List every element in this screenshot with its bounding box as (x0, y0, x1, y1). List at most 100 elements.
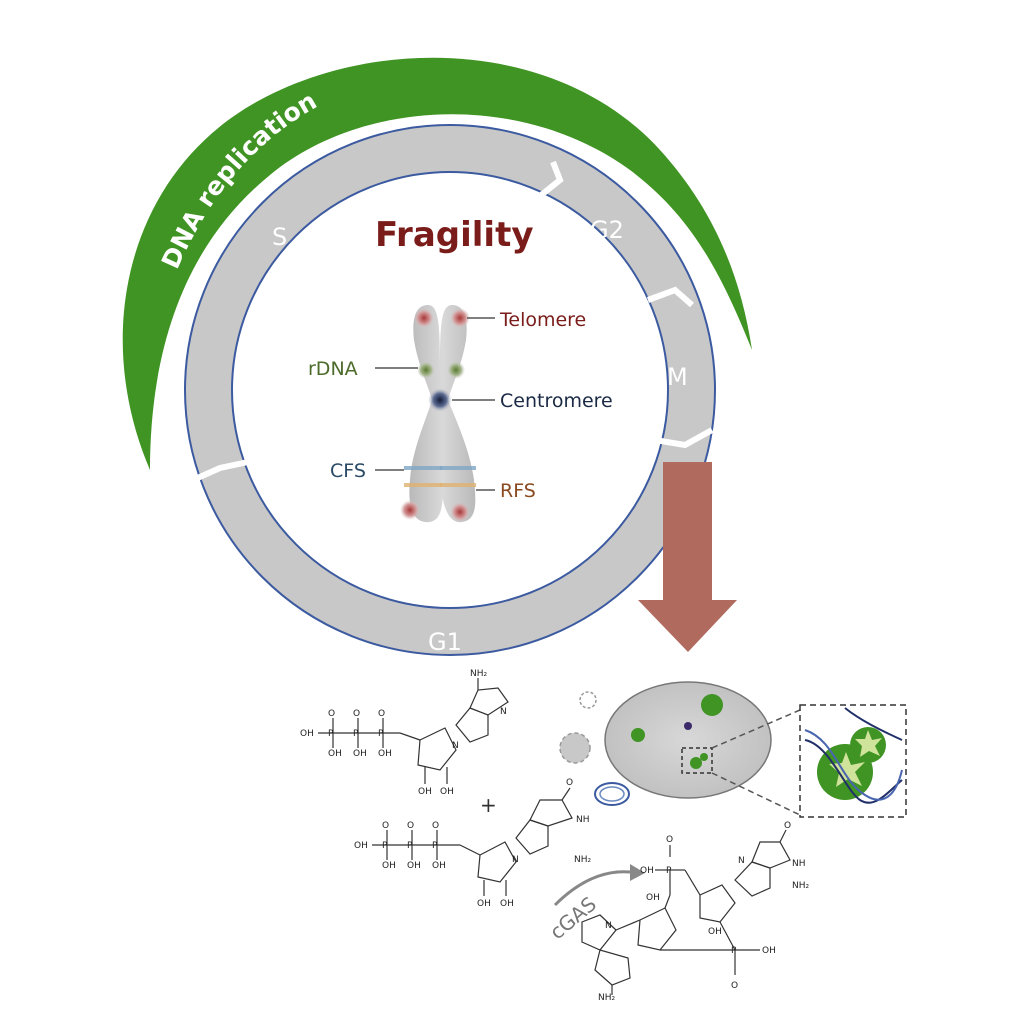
divider-g1-s (191, 459, 249, 483)
svg-text:OH: OH (354, 841, 368, 851)
svg-text:O: O (432, 821, 439, 831)
down-arrow (638, 462, 737, 652)
svg-text:OH: OH (432, 861, 446, 871)
dna-loop-inner (599, 786, 625, 802)
svg-text:P: P (382, 841, 388, 851)
inset-dna-strand-1 (804, 739, 903, 804)
cfs-label: CFS (330, 460, 366, 482)
svg-text:OH: OH (407, 861, 421, 871)
chromosome (400, 305, 476, 523)
rfs-label: RFS (500, 480, 536, 502)
svg-text:OH: OH (500, 899, 514, 909)
telomere-label: Telomere (499, 309, 586, 331)
zoom-line-top (711, 709, 801, 749)
svg-text:P: P (378, 729, 384, 739)
svg-text:N: N (500, 707, 507, 717)
divider-m-g1 (654, 427, 714, 449)
svg-text:P: P (328, 729, 334, 739)
svg-text:N: N (605, 921, 612, 931)
cgamp-labels: O OH P O NH NH₂ N OH P OH O OH NH₂ N (598, 821, 810, 1003)
cgamp-structure (581, 829, 791, 995)
rfs-band-left (404, 483, 442, 487)
svg-text:P: P (407, 841, 413, 851)
micronucleus-3 (690, 757, 702, 769)
centromere-spot (428, 388, 452, 412)
dna-replication-band (122, 57, 752, 471)
svg-text:NH₂: NH₂ (470, 669, 488, 679)
svg-text:P: P (731, 946, 737, 956)
telomere-spot-right (450, 308, 470, 328)
zoom-source-box (681, 747, 713, 774)
svg-text:P: P (432, 841, 438, 851)
svg-text:OH: OH (382, 861, 396, 871)
svg-text:O: O (784, 821, 791, 831)
micronucleus-2 (631, 728, 645, 742)
cell-nucleus-group (559, 681, 801, 816)
nucleolus-dot (684, 722, 692, 730)
gtp-labels: OH O P OH O P OH O P OH OH OH O NH NH₂ N (354, 778, 592, 909)
divider-g2-m (646, 286, 694, 308)
small-vesicle (579, 691, 597, 709)
nucleus (604, 681, 772, 799)
cfs-band-left (404, 466, 442, 470)
rdna-spot-left (417, 361, 435, 379)
svg-text:NH₂: NH₂ (574, 855, 592, 865)
gtp-structure (372, 787, 573, 896)
svg-text:P: P (353, 729, 359, 739)
svg-text:OH: OH (640, 866, 654, 876)
svg-text:OH: OH (378, 749, 392, 759)
telomere-spot-bottom-right (450, 502, 470, 522)
svg-text:OH: OH (440, 787, 454, 797)
zoom-inset (799, 704, 907, 818)
svg-text:P: P (666, 866, 672, 876)
inset-star-2 (829, 752, 865, 787)
rdna-spot-right (447, 361, 465, 379)
svg-text:OH: OH (477, 899, 491, 909)
phase-s-label: S (272, 223, 287, 251)
zoom-line-bottom (711, 772, 801, 816)
svg-text:O: O (407, 821, 414, 831)
divider-s-g2 (533, 160, 564, 203)
medium-vesicle (559, 732, 591, 764)
svg-text:O: O (378, 709, 385, 719)
svg-text:O: O (353, 709, 360, 719)
atp-labels: OH O P OH O P OH O P OH OH OH NH₂ N N (300, 669, 507, 797)
phase-g2-label: G2 (590, 216, 624, 244)
rfs-band-right (440, 483, 476, 487)
inset-dna-strand-3 (844, 707, 903, 741)
svg-text:OH: OH (328, 749, 342, 759)
atp-structure (318, 678, 509, 784)
telomere-spot-left (414, 308, 434, 328)
inset-dna-strand-2 (804, 729, 903, 801)
svg-text:O: O (328, 709, 335, 719)
micronucleus-1 (701, 694, 723, 716)
phase-g1-label: G1 (428, 628, 462, 656)
cgas-arrow (553, 870, 631, 907)
svg-text:N: N (452, 741, 459, 751)
svg-text:OH: OH (300, 729, 314, 739)
svg-text:O: O (731, 981, 738, 991)
svg-text:OH: OH (353, 749, 367, 759)
svg-text:NH₂: NH₂ (792, 881, 810, 891)
telomere-spot-bottom-left (400, 500, 420, 520)
dna-loop (594, 782, 630, 806)
micronucleus-4 (700, 753, 708, 761)
svg-text:NH: NH (792, 859, 806, 869)
svg-text:O: O (666, 835, 673, 845)
svg-text:N: N (738, 856, 745, 866)
plus-sign: + (480, 793, 497, 817)
cfs-band-right (440, 466, 476, 470)
svg-text:NH₂: NH₂ (598, 993, 616, 1003)
svg-text:OH: OH (708, 927, 722, 937)
leader-lines (375, 317, 495, 491)
svg-text:N: N (512, 855, 519, 865)
rdna-label: rDNA (308, 358, 358, 380)
cgas-arrowhead (630, 864, 645, 881)
svg-text:NH: NH (576, 815, 590, 825)
fragility-title: Fragility (375, 215, 533, 255)
inset-star-1 (855, 730, 882, 757)
svg-text:OH: OH (418, 787, 432, 797)
svg-text:OH: OH (646, 893, 660, 903)
phase-m-label: M (667, 363, 688, 391)
